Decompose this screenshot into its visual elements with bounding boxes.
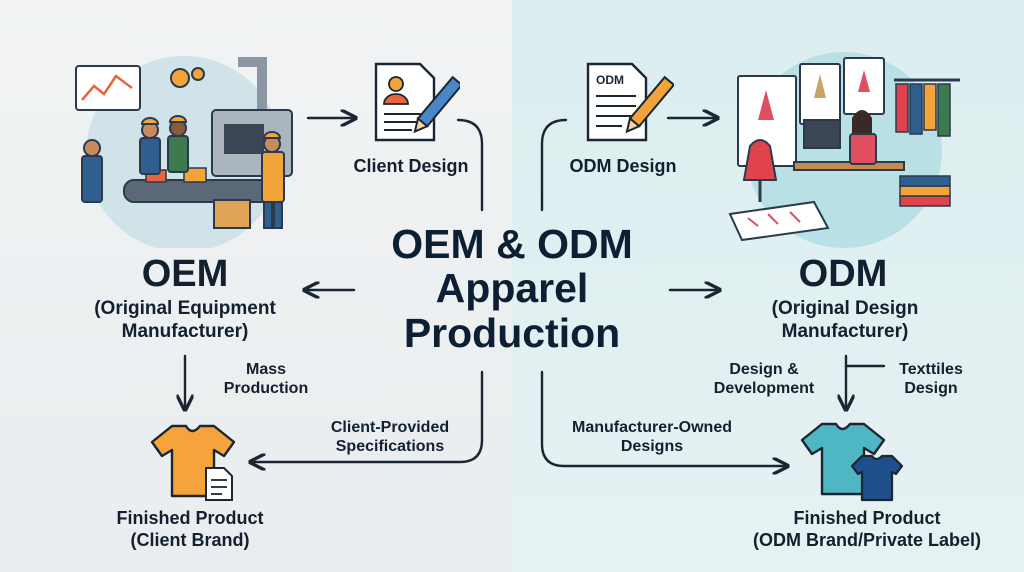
odm-full-name-line1: (Original Design [771, 298, 919, 319]
center-title-line3: Production [403, 309, 621, 356]
odm-finished-product-label: Finished Product (ODM Brand/Private Labe… [722, 508, 1012, 551]
connector-odm-design [540, 118, 568, 212]
client-specifications-label: Client-Provided Specifications [310, 418, 470, 456]
odm-finished-product-line2: (ODM Brand/Private Label) [752, 529, 982, 550]
manufacturer-owned-label: Manufacturer-Owned Designs [552, 418, 752, 456]
odm-full-name-line2: Manufacturer) [781, 320, 909, 342]
center-title: OEM & ODM Apparel Production [362, 222, 662, 355]
arrow-specifications [252, 370, 484, 462]
oem-heading: OEM [141, 253, 229, 295]
center-title-line1: OEM & ODM [391, 221, 633, 267]
manufacturer-owned-line1: Manufacturer-Owned [571, 419, 732, 436]
textiles-design-line2: Design [904, 380, 958, 398]
designer-studio-illustration [728, 52, 960, 248]
odm-doc-tag: ODM [596, 73, 624, 87]
mass-production-label: Mass Production [206, 360, 326, 398]
factory-illustration [75, 56, 293, 248]
oem-finished-product-label: Finished Product (Client Brand) [80, 508, 300, 551]
teal-tshirt-icon [800, 422, 904, 502]
manufacturer-owned-line2: Designs [620, 438, 684, 456]
odm-finished-product-line1: Finished Product [793, 508, 941, 528]
design-development-line1: Design & [729, 361, 799, 378]
client-specifications-line2: Specifications [335, 438, 445, 456]
center-title-line2: Apparel [435, 265, 589, 312]
textiles-design-line1: Texttiles [899, 361, 963, 378]
connector-client-design [456, 118, 484, 212]
mass-production-line1: Mass [245, 361, 287, 378]
arrow-owned-designs [540, 370, 786, 466]
odm-heading: ODM [798, 253, 888, 295]
oem-finished-product-line1: Finished Product [116, 508, 264, 528]
yellow-tshirt-icon [150, 424, 236, 501]
oem-full-name-line1: (Original Equipment [94, 298, 276, 319]
odm-full-name: (Original Design Manufacturer) [710, 298, 980, 344]
mass-production-line2: Production [223, 380, 309, 398]
client-specifications-line1: Client-Provided [330, 419, 450, 436]
odm-design-label: ODM Design [569, 156, 677, 176]
textiles-design-label: Texttiles Design [876, 360, 986, 398]
client-design-document-icon [374, 62, 460, 142]
design-development-label: Design & Development [694, 360, 834, 398]
client-design-label: Client Design [353, 156, 469, 176]
oem-full-name: (Original Equipment Manufacturer) [50, 298, 320, 344]
odm-design-document-icon: ODM [586, 62, 674, 142]
oem-finished-product-line2: (Client Brand) [130, 529, 250, 550]
design-development-line2: Development [713, 380, 815, 398]
oem-full-name-line2: Manufacturer) [121, 320, 249, 342]
